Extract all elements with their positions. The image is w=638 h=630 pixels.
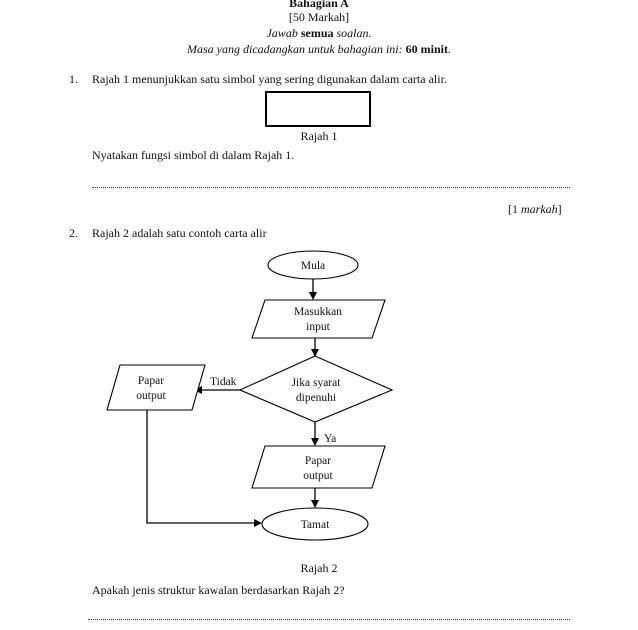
question-2-stem: Rajah 2 adalah satu contoh carta alir	[92, 226, 267, 240]
answer-all-instruction: Jawab semua soalan.	[0, 26, 638, 40]
flow-node-decision-shape	[238, 355, 394, 423]
flow-arrowhead-input-to-decision	[311, 349, 319, 357]
time-separator: :	[398, 42, 406, 56]
flow-node-decision-label-line2: dipenuhi	[296, 392, 336, 404]
question-1-stem: Rajah 1 menunjukkan satu simbol yang ser…	[92, 72, 447, 86]
flow-node-output-no-shape	[106, 364, 206, 411]
time-prefix: Masa yang dicadangkan untuk bahagian ini	[187, 42, 399, 56]
flow-node-start-label: Mula	[301, 260, 325, 272]
question-2-sub-question: Apakah jenis struktur kawalan berdasarka…	[92, 583, 345, 597]
flow-node-output-yes-label-line1: Papar	[305, 455, 331, 467]
flow-node-output-no-label-line2: output	[136, 390, 166, 402]
marks-word: markah	[521, 202, 558, 216]
section-title: Bahagian A	[289, 0, 349, 10]
instruction-emphasis: semua	[300, 26, 334, 40]
question-1-number: 1.	[69, 72, 78, 86]
flow-arrowhead-output-yes-to-end	[311, 500, 319, 508]
marks-open: [1	[508, 202, 521, 216]
flow-arrowhead-start-to-input	[309, 292, 317, 300]
flow-node-output-yes-shape	[251, 445, 386, 489]
question-1-sub-question: Nyatakan fungsi simbol di dalam Rajah 1.	[92, 148, 295, 162]
flow-edge-label-ya: Ya	[324, 433, 336, 445]
rajah2-caption: Rajah 2	[300, 561, 338, 575]
suggested-time-instruction: Masa yang dicadangkan untuk bahagian ini…	[0, 42, 638, 56]
marks-close: ]	[557, 202, 562, 216]
flow-node-input-label-line2: input	[306, 321, 330, 333]
question-1-answer-line[interactable]	[92, 186, 570, 188]
rajah1-process-symbol	[265, 91, 371, 127]
question-1-marks: [1 markah]	[508, 202, 562, 217]
flow-node-decision-label-line1: Jika syarat	[292, 377, 342, 389]
section-total-marks: [50 Markah]	[288, 10, 350, 24]
flow-node-end-shape	[261, 507, 369, 541]
flow-node-input-label-line1: Masukkan	[294, 306, 342, 318]
instruction-suffix: soalan.	[333, 26, 372, 40]
flow-edge-label-tidak: Tidak	[210, 376, 237, 388]
question-2-number: 2.	[69, 226, 78, 240]
instruction-prefix: Jawab	[266, 26, 301, 40]
question-2-answer-line[interactable]	[88, 618, 570, 620]
flow-node-output-no-label-line1: Papar	[138, 375, 164, 387]
flow-arrowhead-decision-to-output-yes	[311, 438, 319, 446]
flow-arrowhead-output-no-to-end	[254, 519, 262, 527]
rajah1-caption: Rajah 1	[300, 129, 338, 143]
flow-edge-output-no-to-end	[146, 410, 255, 524]
time-suffix: .	[447, 42, 451, 56]
flow-node-end-label: Tamat	[301, 519, 330, 531]
flow-node-output-yes-label-line2: output	[303, 470, 333, 482]
flow-node-input-shape	[251, 299, 386, 339]
time-value: 60 minit	[405, 42, 448, 56]
